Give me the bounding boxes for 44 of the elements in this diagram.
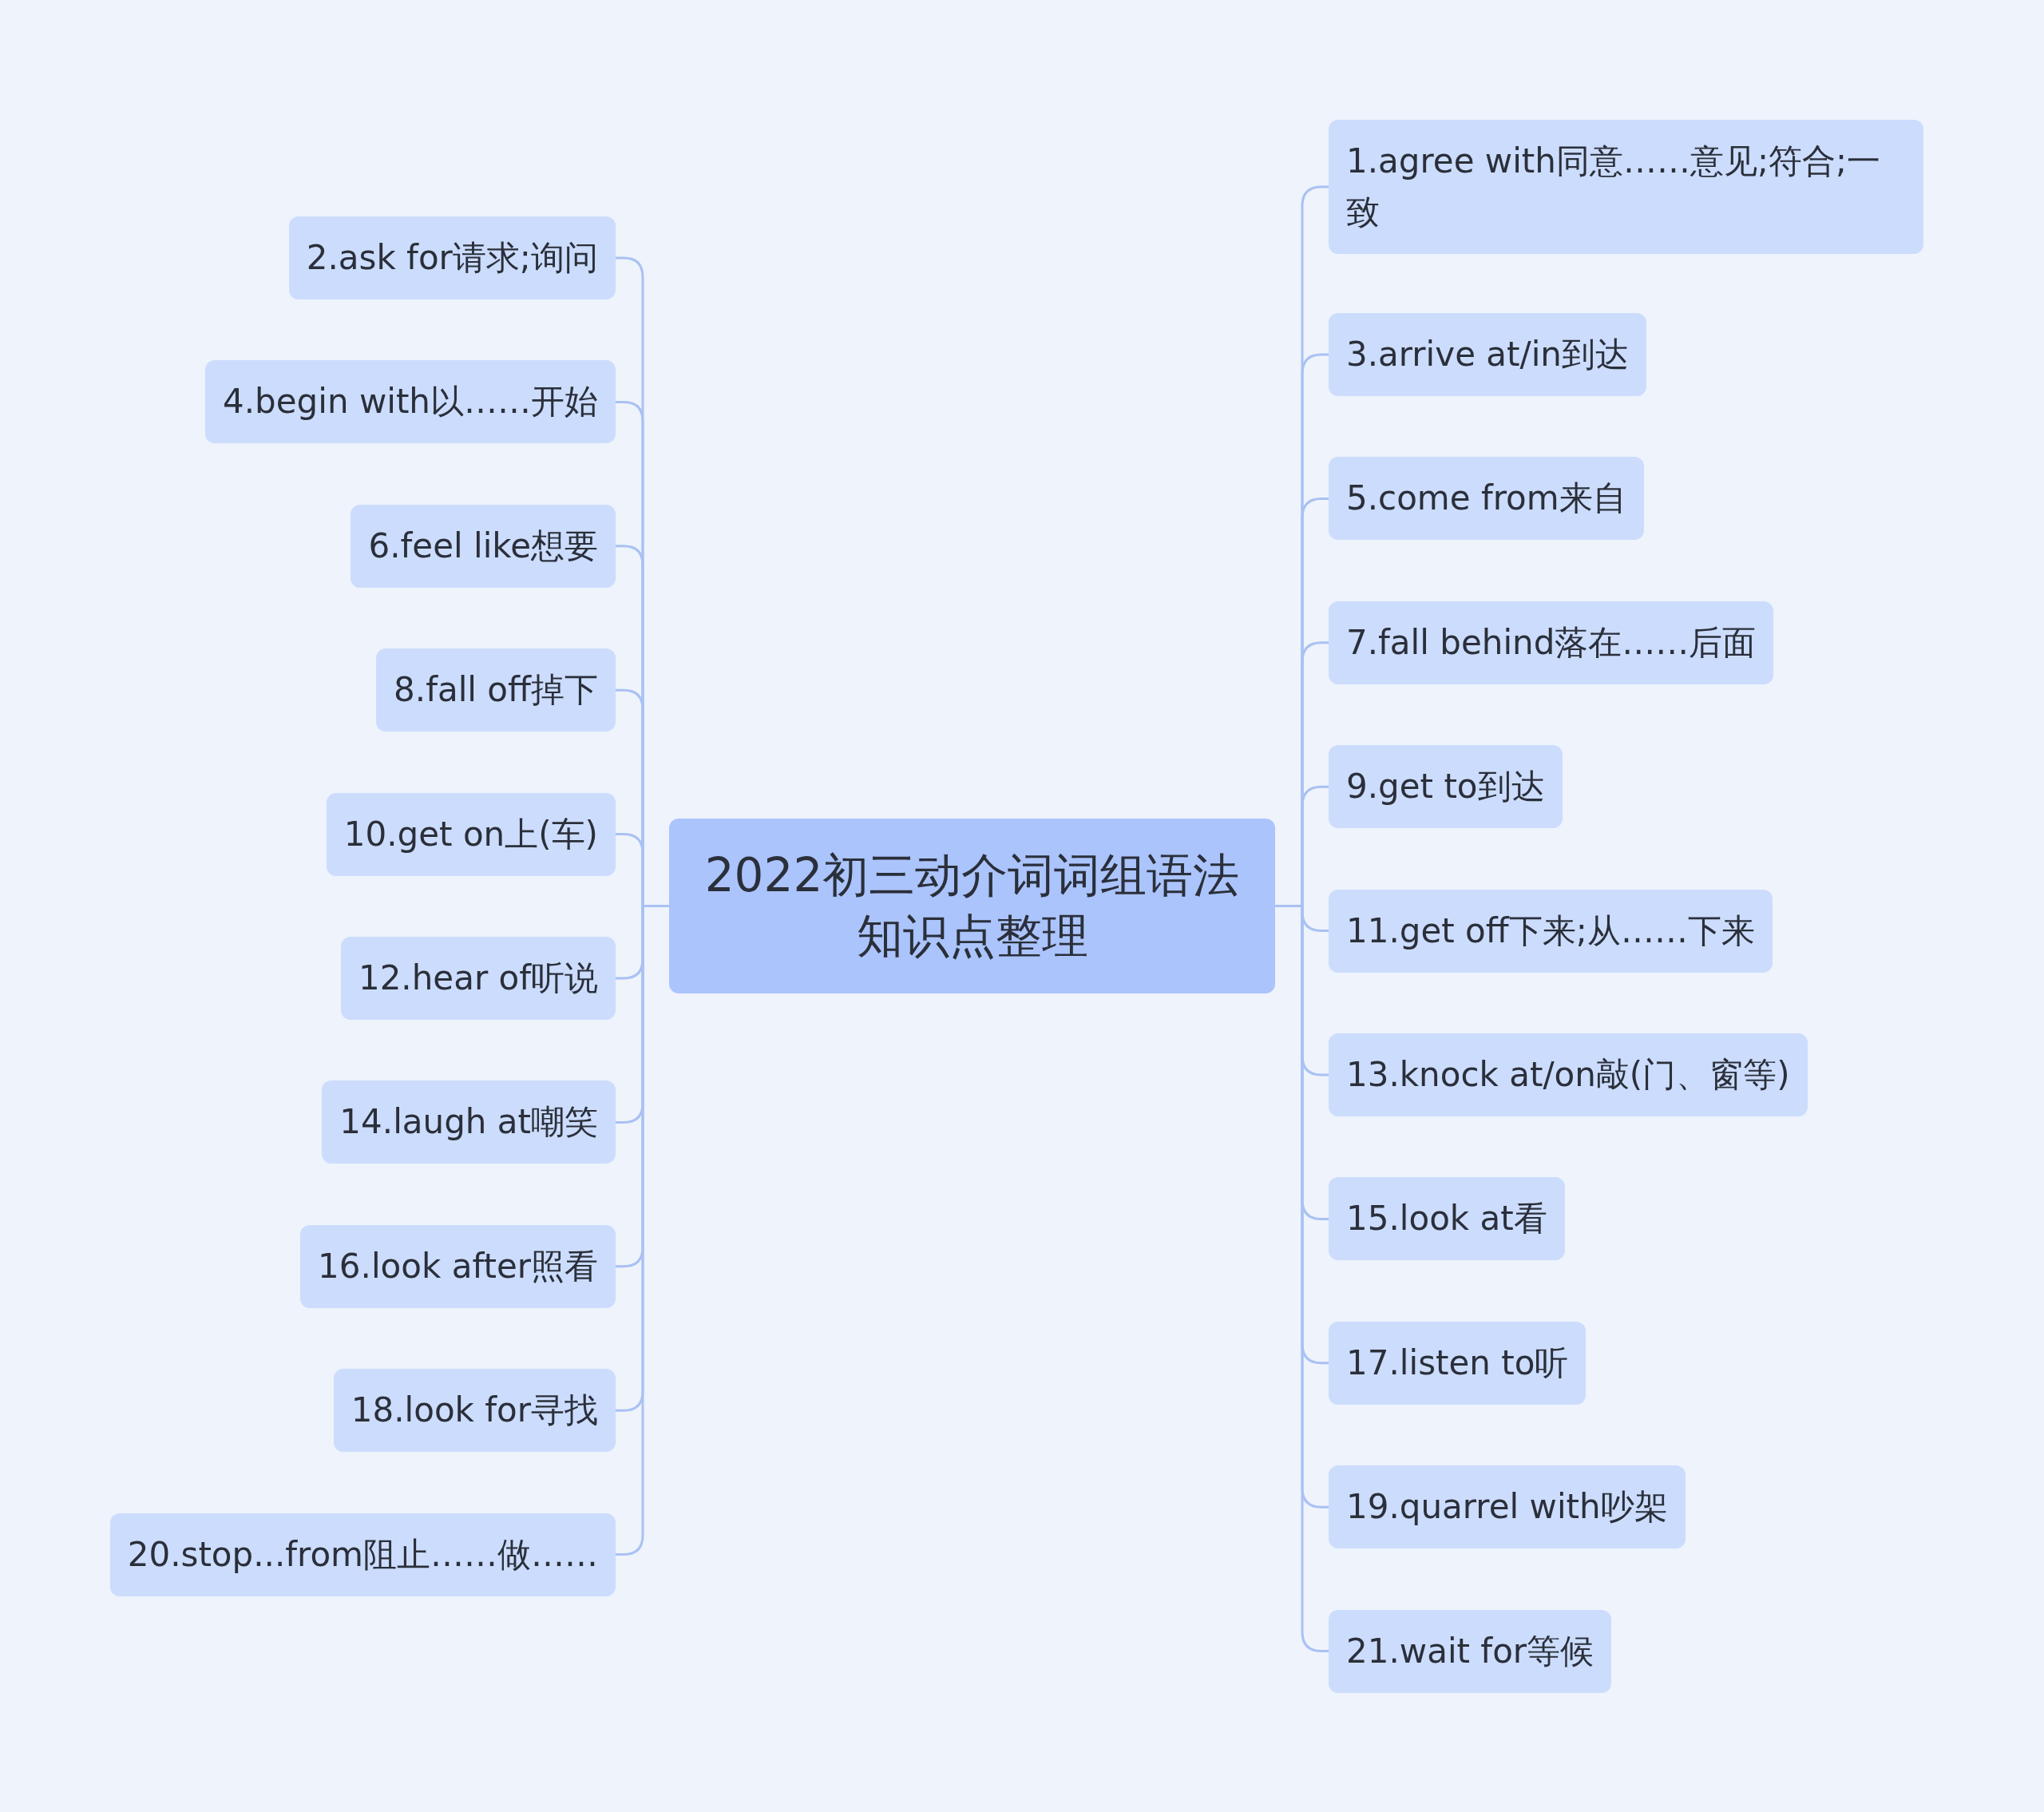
- topic-box: [1329, 457, 1644, 541]
- central-topic-box: [669, 819, 1275, 993]
- topic-box: [1329, 1033, 1808, 1116]
- node-text: 21.wait for等候: [1346, 1631, 1594, 1671]
- node-text: 5.come from来自: [1346, 478, 1626, 518]
- node-text: 8.fall off掉下: [394, 670, 598, 710]
- node-text: 11.get off下来;从……下来: [1346, 910, 1755, 950]
- node-text: 9.get to到达: [1346, 767, 1545, 807]
- node-text: 2022初三动介词词组语法知识点整理: [703, 847, 1241, 965]
- node-text: 18.look for寻找: [351, 1390, 598, 1430]
- topic-box: [376, 648, 616, 732]
- topic-box: [1329, 601, 1774, 684]
- node-text: 15.look at看: [1346, 1199, 1547, 1239]
- topic-box: [351, 504, 616, 588]
- node-text: 20.stop...from阻止……做……: [127, 1534, 598, 1574]
- node-text: 1.agree with同意……意见;符合;一致: [1346, 141, 1881, 232]
- topic-box: [1329, 313, 1646, 396]
- node-text: 12.hear of听说: [358, 958, 598, 997]
- topic-box: [1329, 1177, 1565, 1261]
- topic-box: [1329, 1465, 1686, 1549]
- node-text: 6.feel like想要: [368, 525, 598, 565]
- topic-box: [1329, 889, 1773, 973]
- topic-box: [1329, 1321, 1586, 1405]
- node-text: 16.look after照看: [318, 1246, 598, 1286]
- node-text: 7.fall behind落在……后面: [1346, 622, 1757, 662]
- topic-box: [340, 937, 616, 1020]
- topic-box: [326, 792, 616, 876]
- topic-box: [1329, 120, 1923, 254]
- node-text: 2.ask for请求;询问: [306, 238, 598, 277]
- topic-box: [322, 1080, 616, 1164]
- topic-box: [109, 1513, 616, 1596]
- node-text: 17.listen to听: [1346, 1342, 1569, 1382]
- node-text: 4.begin with以……开始: [223, 382, 598, 422]
- node-text: 19.quarrel with吵架: [1346, 1487, 1668, 1527]
- topic-box: [333, 1369, 616, 1453]
- topic-box: [300, 1224, 616, 1308]
- node-text: 13.knock at/on敲(门、窗等): [1346, 1055, 1790, 1094]
- node-text: 10.get on上(车): [343, 814, 598, 854]
- topic-box: [288, 216, 616, 299]
- topic-box: [205, 360, 616, 444]
- topic-box: [1329, 745, 1563, 829]
- node-text: 3.arrive at/in到达: [1346, 335, 1629, 374]
- node-text: 14.laugh at嘲笑: [339, 1102, 598, 1142]
- topic-box: [1329, 1609, 1612, 1693]
